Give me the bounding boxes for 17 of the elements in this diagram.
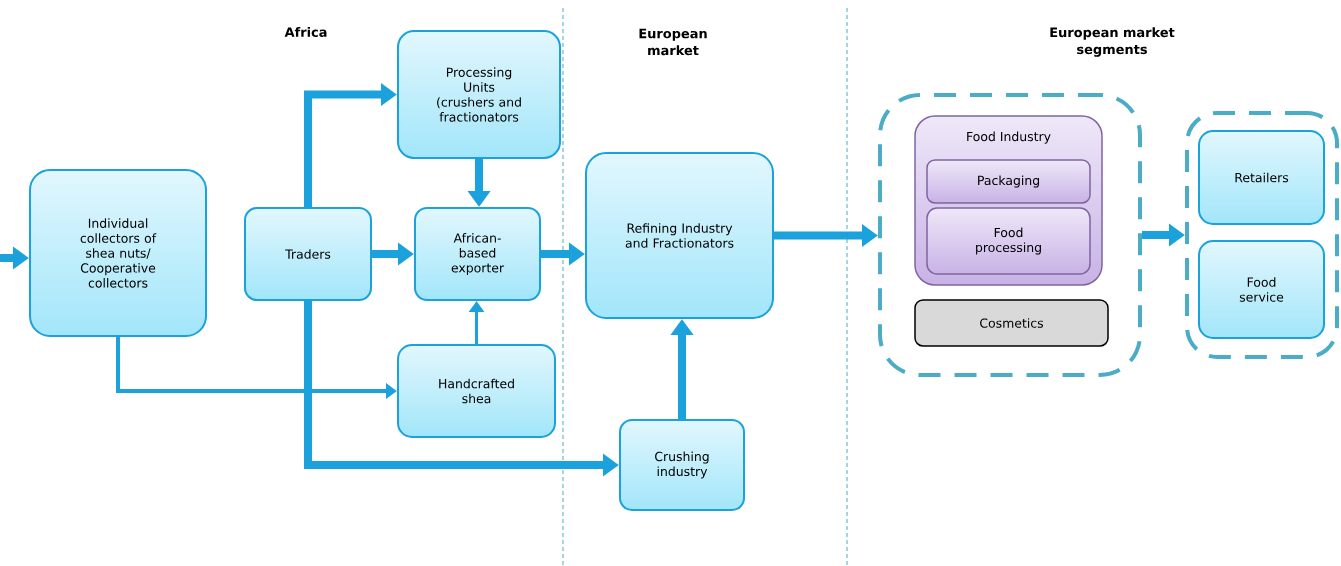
dashed-group-box: [878, 93, 1142, 377]
process-box: Refining Industry and Fractionators: [585, 152, 774, 319]
process-box: Handcrafted shea: [397, 344, 556, 438]
heading: European market: [639, 28, 707, 56]
dashed-group-box: [1185, 111, 1339, 359]
category-box: Cosmetics: [914, 299, 1109, 347]
process-box: Crushing industry: [619, 419, 745, 511]
process-box: African-based exporter: [414, 207, 541, 301]
subcategory-box: Packaging: [926, 159, 1091, 204]
process-box: Traders: [244, 207, 372, 301]
process-box: Individual collectors of shea nuts/ Cooperative collectors: [29, 169, 207, 337]
process-box: Food service: [1198, 240, 1325, 339]
process-box: Processing Units (crushers and fractionators: [397, 30, 561, 159]
process-box: Retailers: [1198, 130, 1325, 225]
heading: European market segments: [1050, 27, 1175, 57]
subcategory-box: Food processing: [926, 207, 1091, 275]
heading: Africa: [284, 27, 327, 37]
